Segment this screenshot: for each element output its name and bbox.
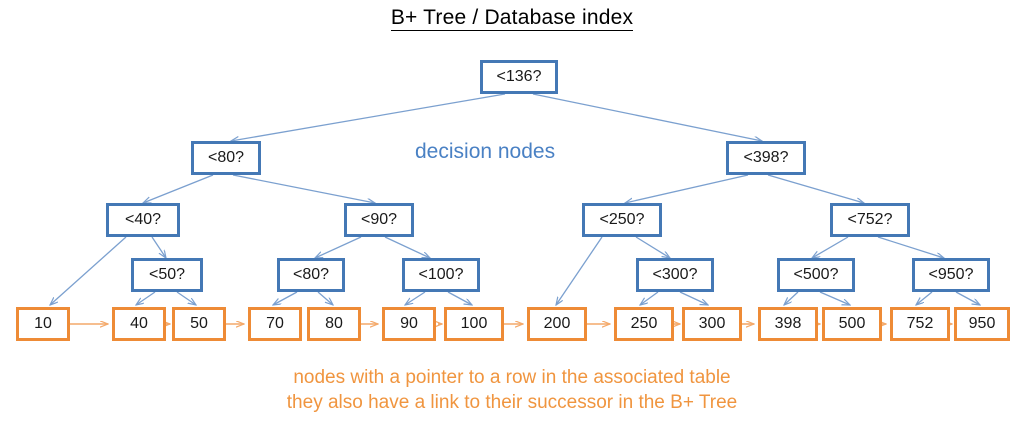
decision-node-50[interactable]: <50? (131, 258, 203, 292)
leaf-node[interactable]: 398 (758, 307, 818, 341)
decision-node-80[interactable]: <80? (191, 141, 261, 175)
decision-node-100[interactable]: <100? (402, 258, 480, 292)
decision-node-250[interactable]: <250? (582, 203, 662, 237)
decision-node-500[interactable]: <500? (777, 258, 855, 292)
leaf-node[interactable]: 500 (822, 307, 882, 341)
leaf-node[interactable]: 100 (444, 307, 504, 341)
leaf-node[interactable]: 950 (954, 307, 1010, 341)
leaf-node[interactable]: 90 (382, 307, 436, 341)
decision-node-90[interactable]: <90? (344, 203, 414, 237)
decision-node-40[interactable]: <40? (106, 203, 180, 237)
decision-node-398[interactable]: <398? (726, 141, 806, 175)
leaf-node[interactable]: 752 (890, 307, 950, 341)
page-title-text: B+ Tree / Database index (390, 6, 634, 31)
leaf-node[interactable]: 80 (307, 307, 361, 341)
caption-line-2: they also have a link to their successor… (286, 392, 738, 413)
leaf-caption: nodes with a pointer to a row in the ass… (0, 365, 1024, 415)
leaf-node[interactable]: 70 (248, 307, 302, 341)
caption-line-1: nodes with a pointer to a row in the ass… (293, 367, 731, 388)
decision-node-80b[interactable]: <80? (277, 258, 345, 292)
leaf-node[interactable]: 10 (16, 307, 70, 341)
leaf-node[interactable]: 50 (172, 307, 226, 341)
decision-node-root[interactable]: <136? (480, 60, 558, 94)
leaf-node[interactable]: 250 (614, 307, 674, 341)
leaf-node[interactable]: 200 (527, 307, 587, 341)
decision-node-300[interactable]: <300? (636, 258, 714, 292)
leaf-node[interactable]: 40 (112, 307, 166, 341)
page-title: B+ Tree / Database index (0, 6, 1024, 31)
leaf-node[interactable]: 300 (682, 307, 742, 341)
decision-node-950[interactable]: <950? (912, 258, 990, 292)
decision-nodes-label: decision nodes (415, 140, 556, 163)
decision-node-752[interactable]: <752? (830, 203, 910, 237)
